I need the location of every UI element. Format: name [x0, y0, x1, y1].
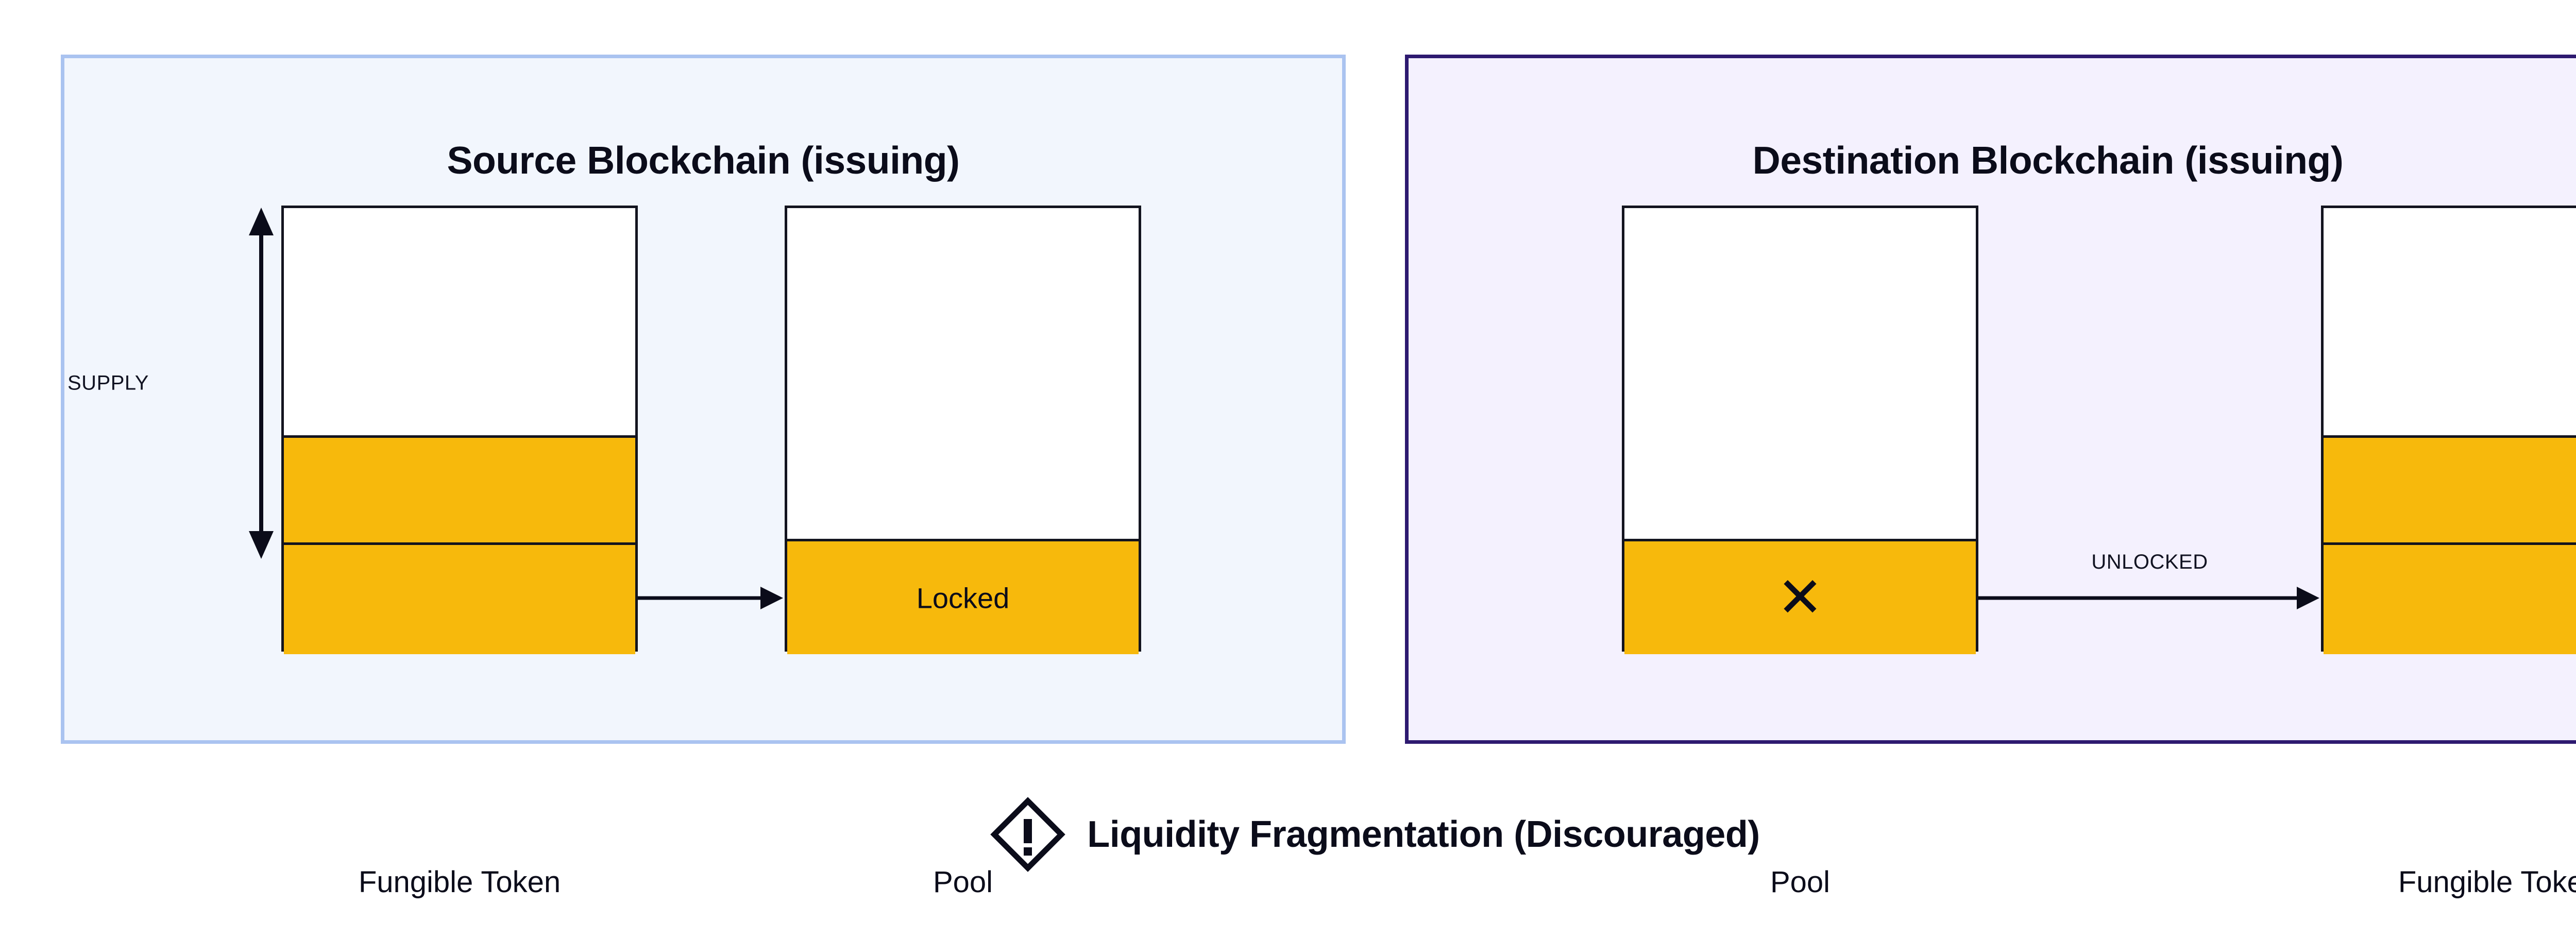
bar-segment-yellow-lower [2324, 542, 2576, 654]
footer-caption-text: Liquidity Fragmentation (Discouraged) [1087, 814, 1760, 855]
bar-segment-empty [2324, 208, 2576, 435]
panel-source-blockchain: Source Blockchain (issuing) SUPPLY Fungi… [60, 55, 1346, 899]
flow-label-unlocked: UNLOCKED [2091, 551, 2208, 573]
flow-arrow-unlock: UNLOCKED [1978, 551, 2321, 613]
bar-caption-fungible-token-destination: Fungible Token [2398, 865, 2576, 899]
bar-segment-empty [1624, 208, 1976, 539]
bar-segment-label-locked: Locked [916, 582, 1010, 614]
footer-caption: Liquidity Fragmentation (Discouraged) [0, 796, 2576, 873]
bar-segment-locked: Locked [787, 539, 1139, 654]
panel-title-destination: Destination Blockchain (issuing) [1752, 139, 2344, 182]
bar-caption-pool-source: Pool [933, 865, 993, 899]
supply-label-source: SUPPLY [67, 371, 149, 395]
warning-diamond-icon [989, 796, 1066, 873]
supply-arrow-icon [249, 208, 274, 559]
panel-destination-blockchain: Destination Blockchain (issuing) ✕ Pool … [1405, 55, 2576, 899]
bar-segment-yellow-upper [2324, 435, 2576, 542]
bar-caption-pool-destination: Pool [1770, 865, 1831, 899]
flow-arrow-lock [638, 583, 785, 613]
bar-segment-yellow-lower [284, 542, 635, 654]
bar-caption-fungible-token-source: Fungible Token [358, 865, 561, 899]
bar-pool-source: Locked Pool [785, 206, 1141, 899]
bar-pool-destination: ✕ Pool [1622, 206, 1978, 899]
panel-title-source: Source Blockchain (issuing) [447, 139, 960, 182]
bar-segment-blocked: ✕ [1624, 539, 1976, 654]
bar-segment-empty [787, 208, 1139, 539]
bar-segment-yellow-upper [284, 435, 635, 542]
arrow-right-icon [1978, 587, 2319, 609]
bar-fungible-token-destination: Fungible Token [2321, 206, 2576, 899]
supply-indicator-source: SUPPLY [60, 206, 277, 561]
bar-fungible-token-source: Fungible Token [281, 206, 638, 899]
arrow-right-icon [638, 587, 783, 609]
bar-segment-empty [284, 208, 635, 435]
cross-mark-icon: ✕ [1776, 565, 1824, 630]
